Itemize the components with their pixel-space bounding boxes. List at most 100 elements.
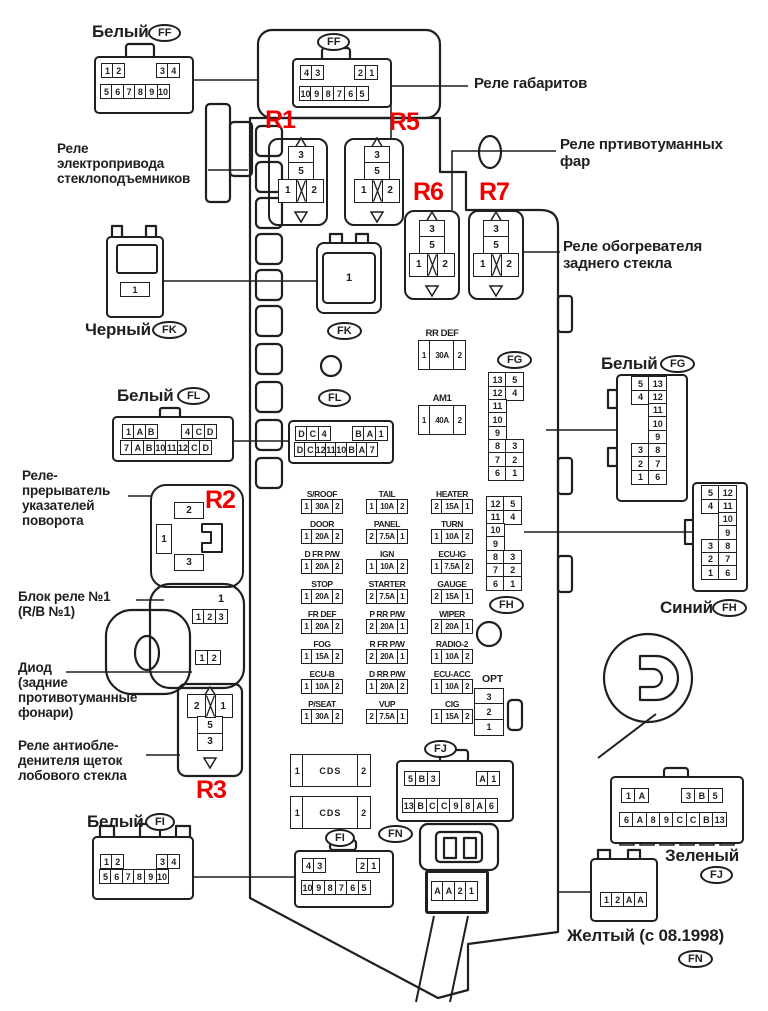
pin: 13 — [712, 812, 728, 827]
ext-fl-tag-oval: FL — [177, 387, 211, 405]
coil-x-icon — [204, 694, 216, 719]
connector-ext-fk: 1 — [106, 236, 164, 318]
pin: 9 — [312, 880, 326, 895]
fuse-am1: AM1 1 40A 2 — [414, 394, 470, 435]
relay-r2-pin-top: 2 — [174, 502, 204, 520]
pin: 1 — [503, 576, 523, 592]
relay-r7: 3 5 1 2 — [473, 220, 519, 277]
ext-fg-color-label: Белый — [601, 354, 658, 373]
ext-fi-color-label: Белый — [87, 812, 144, 831]
pin: 8 — [321, 86, 335, 101]
panel-fg-tag-oval: FG — [497, 351, 533, 369]
pin: 4 — [167, 63, 181, 78]
ext-fn-color-label: Желтый (с 08.1998) — [567, 926, 724, 945]
pin: C — [437, 798, 451, 813]
pin: A — [633, 892, 647, 907]
pin: 3 — [156, 63, 169, 78]
panel-fi-tag-oval: FI — [325, 829, 355, 847]
connector-ext-fh: 5 12 4 11 10 9 3 8 2 7 1 6 — [692, 482, 748, 592]
pin: 3 — [214, 609, 228, 624]
pin: A — [634, 788, 650, 803]
callout-side-marker-relay: Реле габаритов — [474, 75, 588, 92]
pin: 3 — [311, 65, 325, 80]
pin: C — [672, 812, 688, 827]
pin: 1 — [505, 465, 525, 481]
pin: 6 — [718, 565, 738, 581]
relay-r2-box — [150, 484, 244, 588]
pin: 1 — [631, 469, 650, 485]
pin: 6 — [486, 576, 505, 592]
relay-r5-box — [344, 138, 404, 226]
pin: 6 — [648, 469, 668, 485]
coil-x-icon — [426, 252, 438, 277]
pin: B — [352, 426, 365, 441]
pin: 10 — [718, 511, 738, 527]
pin: 1 — [464, 881, 478, 901]
relay-r2-pin-left: 1 — [156, 524, 172, 555]
relay-r2-label: R2 — [205, 486, 236, 514]
pin: 5 — [503, 496, 523, 512]
pin: 2 — [112, 63, 126, 78]
pin: 7 — [718, 551, 738, 567]
pin: 6 — [484, 798, 499, 813]
relay-r2-pin-bottom: 3 — [174, 554, 204, 572]
pin: 11 — [165, 440, 179, 455]
pin: 2 — [207, 650, 222, 665]
panel-fn-tag-oval: FN — [378, 825, 413, 843]
connector-panel-fg: 13 5 12 4 11 10 9 8 3 7 2 6 1 — [488, 372, 525, 481]
pin: 7 — [366, 442, 379, 457]
pin: 3 — [313, 858, 327, 873]
ext-ff-tag-oval: FF — [148, 24, 182, 42]
pin: 1 — [365, 65, 379, 80]
connector-ext-fg: 5 13 4 12 11 10 9 3 8 2 7 1 6 — [616, 374, 688, 502]
pin: 3 — [426, 771, 440, 786]
opt-label: OPT — [482, 673, 503, 685]
pin: 10 — [155, 869, 169, 884]
panel-fj-tag-oval: FJ — [424, 740, 457, 758]
panel-fk-tag-oval: FK — [327, 322, 362, 340]
ext-fi-tag-oval: FI — [145, 813, 175, 831]
pin: 2 — [111, 854, 125, 869]
pin: B — [144, 424, 158, 439]
ext-fn-tag-oval: FN — [678, 950, 713, 968]
pin: 12 — [718, 485, 738, 501]
pin: 1 — [367, 858, 381, 873]
pin: 1 — [120, 282, 150, 297]
fk-latch — [116, 244, 158, 274]
pin: 4 — [503, 509, 523, 525]
relay-r1-label: R1 — [265, 106, 296, 134]
relay-r6-label: R6 — [413, 178, 444, 206]
ext-fk-tag-oval: FK — [152, 321, 187, 339]
ext-fj-color-label: Зеленый — [665, 846, 739, 865]
